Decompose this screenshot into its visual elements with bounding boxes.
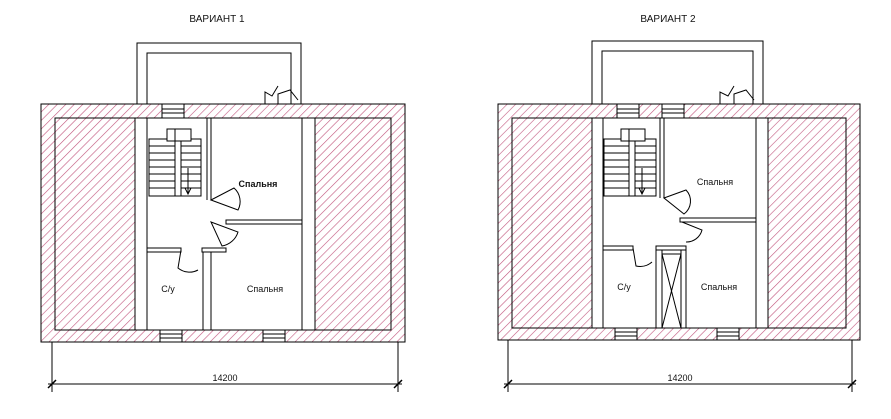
interior-walls bbox=[134, 117, 316, 331]
plan-variant-2: ВАРИАНТ 2 bbox=[497, 14, 861, 392]
doors bbox=[177, 85, 299, 273]
balcony bbox=[591, 40, 764, 104]
staircase bbox=[603, 128, 657, 197]
dimension-line bbox=[503, 340, 857, 392]
dimension-label: 14200 bbox=[212, 373, 237, 383]
staircase bbox=[148, 128, 202, 197]
balcony bbox=[136, 42, 302, 104]
windows bbox=[159, 103, 286, 343]
interior-walls bbox=[591, 117, 769, 329]
doors bbox=[632, 85, 755, 267]
room-label-bedroom-bottom: Спальня bbox=[701, 282, 737, 292]
exterior-walls bbox=[40, 103, 406, 343]
plan-variant-1: ВАРИАНТ 1 bbox=[40, 14, 406, 392]
dimension-label: 14200 bbox=[667, 373, 692, 383]
room-label-bedroom-bottom: Спальня bbox=[247, 284, 283, 294]
exterior-walls bbox=[497, 103, 861, 341]
room-label-bedroom-top: Спальня bbox=[697, 177, 733, 187]
windows bbox=[614, 103, 740, 341]
plan-title: ВАРИАНТ 2 bbox=[640, 14, 696, 25]
room-label-bathroom: С/у bbox=[617, 282, 631, 292]
plan-title: ВАРИАНТ 1 bbox=[189, 14, 245, 25]
dimension-line bbox=[47, 342, 403, 392]
room-label-bathroom: С/у bbox=[161, 284, 175, 294]
room-label-bedroom-top: Спальня bbox=[239, 179, 278, 189]
